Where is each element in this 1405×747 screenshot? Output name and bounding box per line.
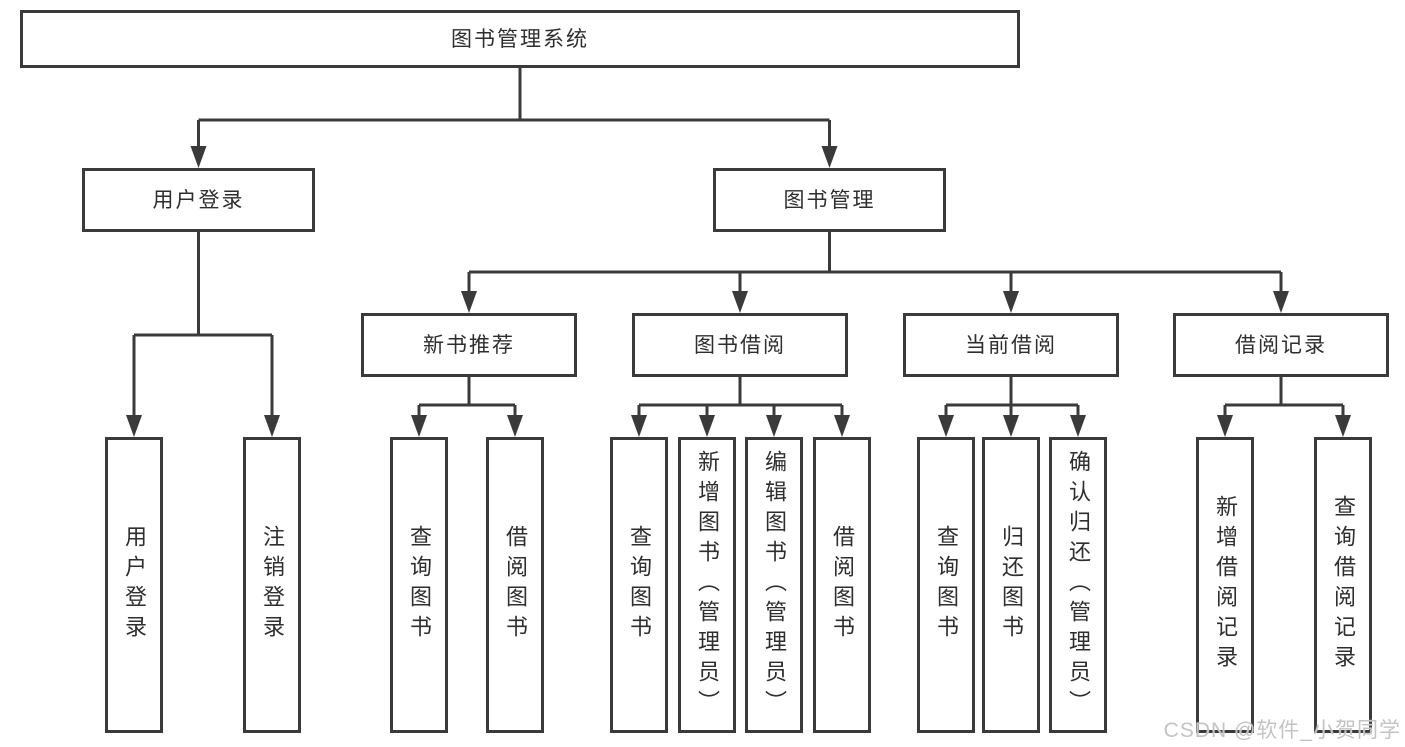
arrow-down-icon xyxy=(821,146,838,168)
node-leaf-add-book-admin: 新增图书（管理员） xyxy=(678,437,736,733)
arrow-down-icon xyxy=(938,415,954,437)
node-new-book-recommend: 新书推荐 xyxy=(361,313,577,377)
node-leaf-borrow-books: 借阅图书 xyxy=(813,437,871,733)
node-leaf-logout: 注销登录 xyxy=(243,437,301,733)
arrow-down-icon xyxy=(1217,415,1233,437)
node-borrowing-records: 借阅记录 xyxy=(1173,313,1389,377)
arrow-down-icon xyxy=(732,291,748,313)
node-leaf-return-books: 归还图书 xyxy=(982,437,1040,733)
node-current-borrowing: 当前借阅 xyxy=(903,313,1119,377)
arrow-down-icon xyxy=(126,415,142,437)
node-book-borrowing: 图书借阅 xyxy=(632,313,848,377)
arrow-down-icon xyxy=(699,415,715,437)
node-leaf-add-borrow-record: 新增借阅记录 xyxy=(1196,437,1254,733)
node-root-library-system: 图书管理系统 xyxy=(20,10,1020,68)
csdn-watermark: CSDN @软件_小贺同学 xyxy=(1163,719,1401,742)
arrow-down-icon xyxy=(834,415,850,437)
arrow-down-icon xyxy=(1335,415,1351,437)
node-leaf-query-borrow-record: 查询借阅记录 xyxy=(1314,437,1372,733)
arrow-down-icon xyxy=(507,415,523,437)
arrow-down-icon xyxy=(461,291,477,313)
node-leaf-confirm-return-admin: 确认归还（管理员） xyxy=(1049,437,1107,733)
arrow-down-icon xyxy=(1070,415,1086,437)
arrow-down-icon xyxy=(190,146,207,168)
arrow-down-icon xyxy=(264,415,280,437)
node-user-login-branch: 用户登录 xyxy=(82,168,315,232)
node-leaf-query-books-recommend: 查询图书 xyxy=(390,437,448,733)
node-leaf-edit-book-admin: 编辑图书（管理员） xyxy=(745,437,803,733)
arrow-down-icon xyxy=(1003,415,1019,437)
arrow-down-icon xyxy=(631,415,647,437)
arrow-down-icon xyxy=(766,415,782,437)
arrow-down-icon xyxy=(1003,291,1019,313)
node-leaf-query-books-current: 查询图书 xyxy=(917,437,975,733)
node-leaf-query-books-borrowing: 查询图书 xyxy=(610,437,668,733)
arrow-down-icon xyxy=(1273,291,1289,313)
node-leaf-borrow-books-recommend: 借阅图书 xyxy=(486,437,544,733)
node-book-management-branch: 图书管理 xyxy=(713,168,946,232)
arrow-down-icon xyxy=(411,415,427,437)
node-leaf-user-login: 用户登录 xyxy=(105,437,163,733)
